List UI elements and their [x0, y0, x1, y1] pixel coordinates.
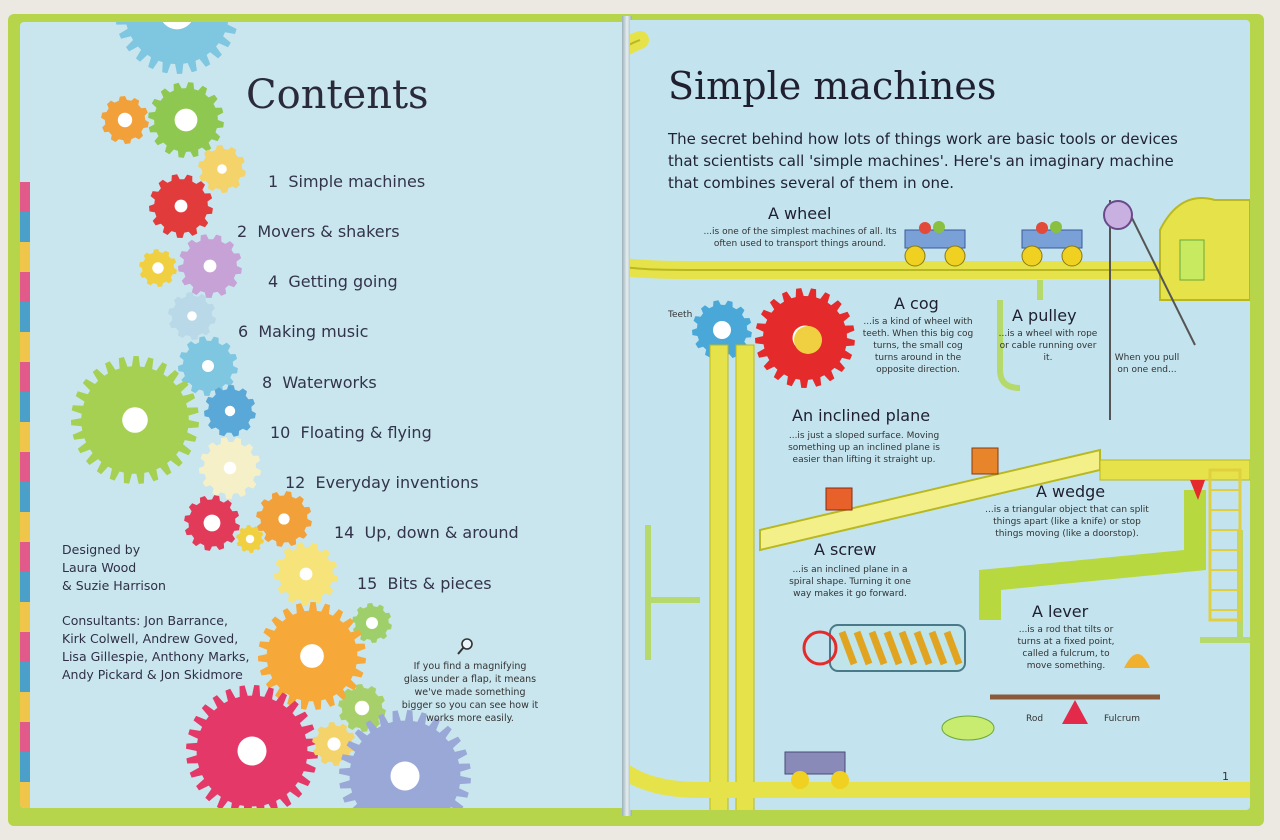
- screw-handle: [802, 630, 838, 666]
- wheel-cart-2: [1021, 221, 1083, 267]
- screw-description: ...is an inclined plane in a spiral shap…: [789, 565, 911, 599]
- bottom-cart: [784, 751, 846, 775]
- inclined-plane-description: ...is just a sloped surface. Moving some…: [788, 431, 940, 465]
- bell: [1124, 654, 1150, 668]
- wheel-description: ...is one of the simplest machines of al…: [703, 227, 897, 249]
- inclined-plane-label: An inclined plane: [792, 406, 931, 425]
- gear-big-red: [186, 685, 318, 808]
- gear-green-lower: [338, 684, 386, 732]
- gear-big-green: [71, 356, 199, 484]
- magnify-note: If you find a magnifying glass under a f…: [401, 661, 539, 724]
- gear-cog-bits: [274, 542, 338, 606]
- fulcrum-label: Fulcrum: [1104, 714, 1141, 724]
- wedge-description: ...is a triangular object that can split…: [985, 505, 1149, 539]
- lever-fulcrum: [1062, 700, 1088, 724]
- crate-2: [971, 447, 999, 475]
- gear-column-illustration: [71, 22, 471, 808]
- gear-cog-up-down: [256, 491, 312, 547]
- big-cog-hub: [794, 326, 822, 354]
- screw-label: A screw: [814, 540, 877, 559]
- cover-edge-stripe: [20, 182, 30, 808]
- screw-thread-1: [838, 630, 858, 666]
- toc-item-floating-flying[interactable]: 10 Floating & flying: [270, 423, 432, 442]
- tunnel-door: [1179, 239, 1205, 281]
- top-track-edge: [630, 39, 1200, 271]
- gear-cog-movers: [149, 174, 213, 238]
- gear-cog-inventions: [199, 437, 261, 499]
- toc-item-bits-pieces[interactable]: 15 Bits & pieces: [357, 574, 492, 593]
- simple-machines-page: [630, 20, 1250, 810]
- book-spine: [622, 16, 632, 816]
- gear-big-orange: [258, 602, 366, 710]
- gear-cog-simple-machines: [198, 145, 246, 193]
- cog-label: A cog: [894, 294, 939, 313]
- toc-item-waterworks[interactable]: 8 Waterworks: [262, 373, 377, 392]
- pulley-note: When you pull on one end...: [1114, 353, 1180, 375]
- screw-thread-5: [898, 630, 918, 666]
- crate-1: [825, 487, 853, 511]
- toc-item-making-music[interactable]: 6 Making music: [238, 322, 369, 341]
- screw-thread-4: [883, 630, 903, 666]
- pulley-label: A pulley: [1012, 306, 1077, 325]
- wedge-shape: [1190, 480, 1205, 500]
- gear-cog-waterworks: [178, 336, 238, 396]
- water-basin: [941, 715, 995, 741]
- toc-item-everyday-inventions[interactable]: 12 Everyday inventions: [285, 473, 479, 492]
- pulley-description: ...is a wheel with rope or cable running…: [998, 329, 1098, 363]
- gear-green-small: [352, 603, 392, 643]
- toc-item-up-down-around[interactable]: 14 Up, down & around: [334, 523, 519, 542]
- gear-red-small: [184, 495, 240, 551]
- wedge-platform: [1099, 459, 1250, 481]
- ladder: [1208, 468, 1242, 622]
- gear-yellow-small: [139, 249, 177, 287]
- green-pipes-left: [645, 525, 700, 660]
- cog-description: ...is a kind of wheel with teeth. When t…: [862, 317, 974, 375]
- toc-item-movers-shakers[interactable]: 2 Movers & shakers: [237, 222, 400, 241]
- teeth-label: Teeth: [668, 310, 693, 320]
- gear-top-blue: [115, 22, 237, 74]
- screw-thread-6: [913, 630, 933, 666]
- toc-item-getting-going[interactable]: 4 Getting going: [268, 272, 398, 291]
- post-right: [735, 344, 755, 810]
- rod-label: Rod: [1026, 714, 1044, 724]
- gear-cog-music: [168, 292, 216, 340]
- green-pipes-right: [1200, 530, 1250, 643]
- gear-orange-small: [101, 96, 149, 144]
- consultant-credits: Consultants: Jon Barrance, Kirk Colwell,…: [62, 613, 250, 682]
- contents-title: Contents: [246, 72, 429, 118]
- bottom-track: [630, 765, 1250, 798]
- chute-pipe: [979, 490, 1206, 620]
- pulley-wheel: [1103, 200, 1133, 230]
- screw-thread-7: [928, 630, 948, 666]
- wheel-cart-1: [904, 221, 966, 267]
- magnifying-glass-icon: [457, 638, 473, 655]
- page-number: 1: [1222, 770, 1229, 783]
- gear-cog-flying: [204, 385, 256, 437]
- contents-page: [20, 22, 624, 808]
- green-pipes-pulley: [997, 280, 1043, 391]
- imaginary-machine-illustration: [630, 31, 1250, 810]
- bottom-cart-wheel-1: [791, 771, 809, 789]
- wedge-label: A wedge: [1036, 482, 1106, 501]
- intro-paragraph: The secret behind how lots of things wor…: [668, 130, 1178, 192]
- gear-green-1: [148, 82, 224, 158]
- bottom-cart-wheel-2: [831, 771, 849, 789]
- wheel-label: A wheel: [768, 204, 832, 223]
- screw-thread-3: [868, 630, 888, 666]
- simple-machines-title: Simple machines: [668, 64, 997, 108]
- post-left: [709, 344, 729, 810]
- gear-big-purple: [339, 710, 471, 808]
- pulley-rope-pull: [1127, 209, 1196, 346]
- gear-yellow-tiny: [236, 525, 264, 553]
- screw-thread-8: [943, 630, 963, 666]
- lever-description: ...is a rod that tilts or turns at a fix…: [1017, 625, 1115, 671]
- gear-cog-getting-going: [178, 234, 242, 298]
- lever-label: A lever: [1032, 602, 1089, 621]
- toc-item-simple-machines[interactable]: 1 Simple machines: [268, 172, 426, 191]
- screw-thread-2: [853, 630, 873, 666]
- designer-credits: Designed by Laura Wood & Suzie Harrison: [62, 542, 166, 593]
- tunnel-arch: [1159, 197, 1250, 301]
